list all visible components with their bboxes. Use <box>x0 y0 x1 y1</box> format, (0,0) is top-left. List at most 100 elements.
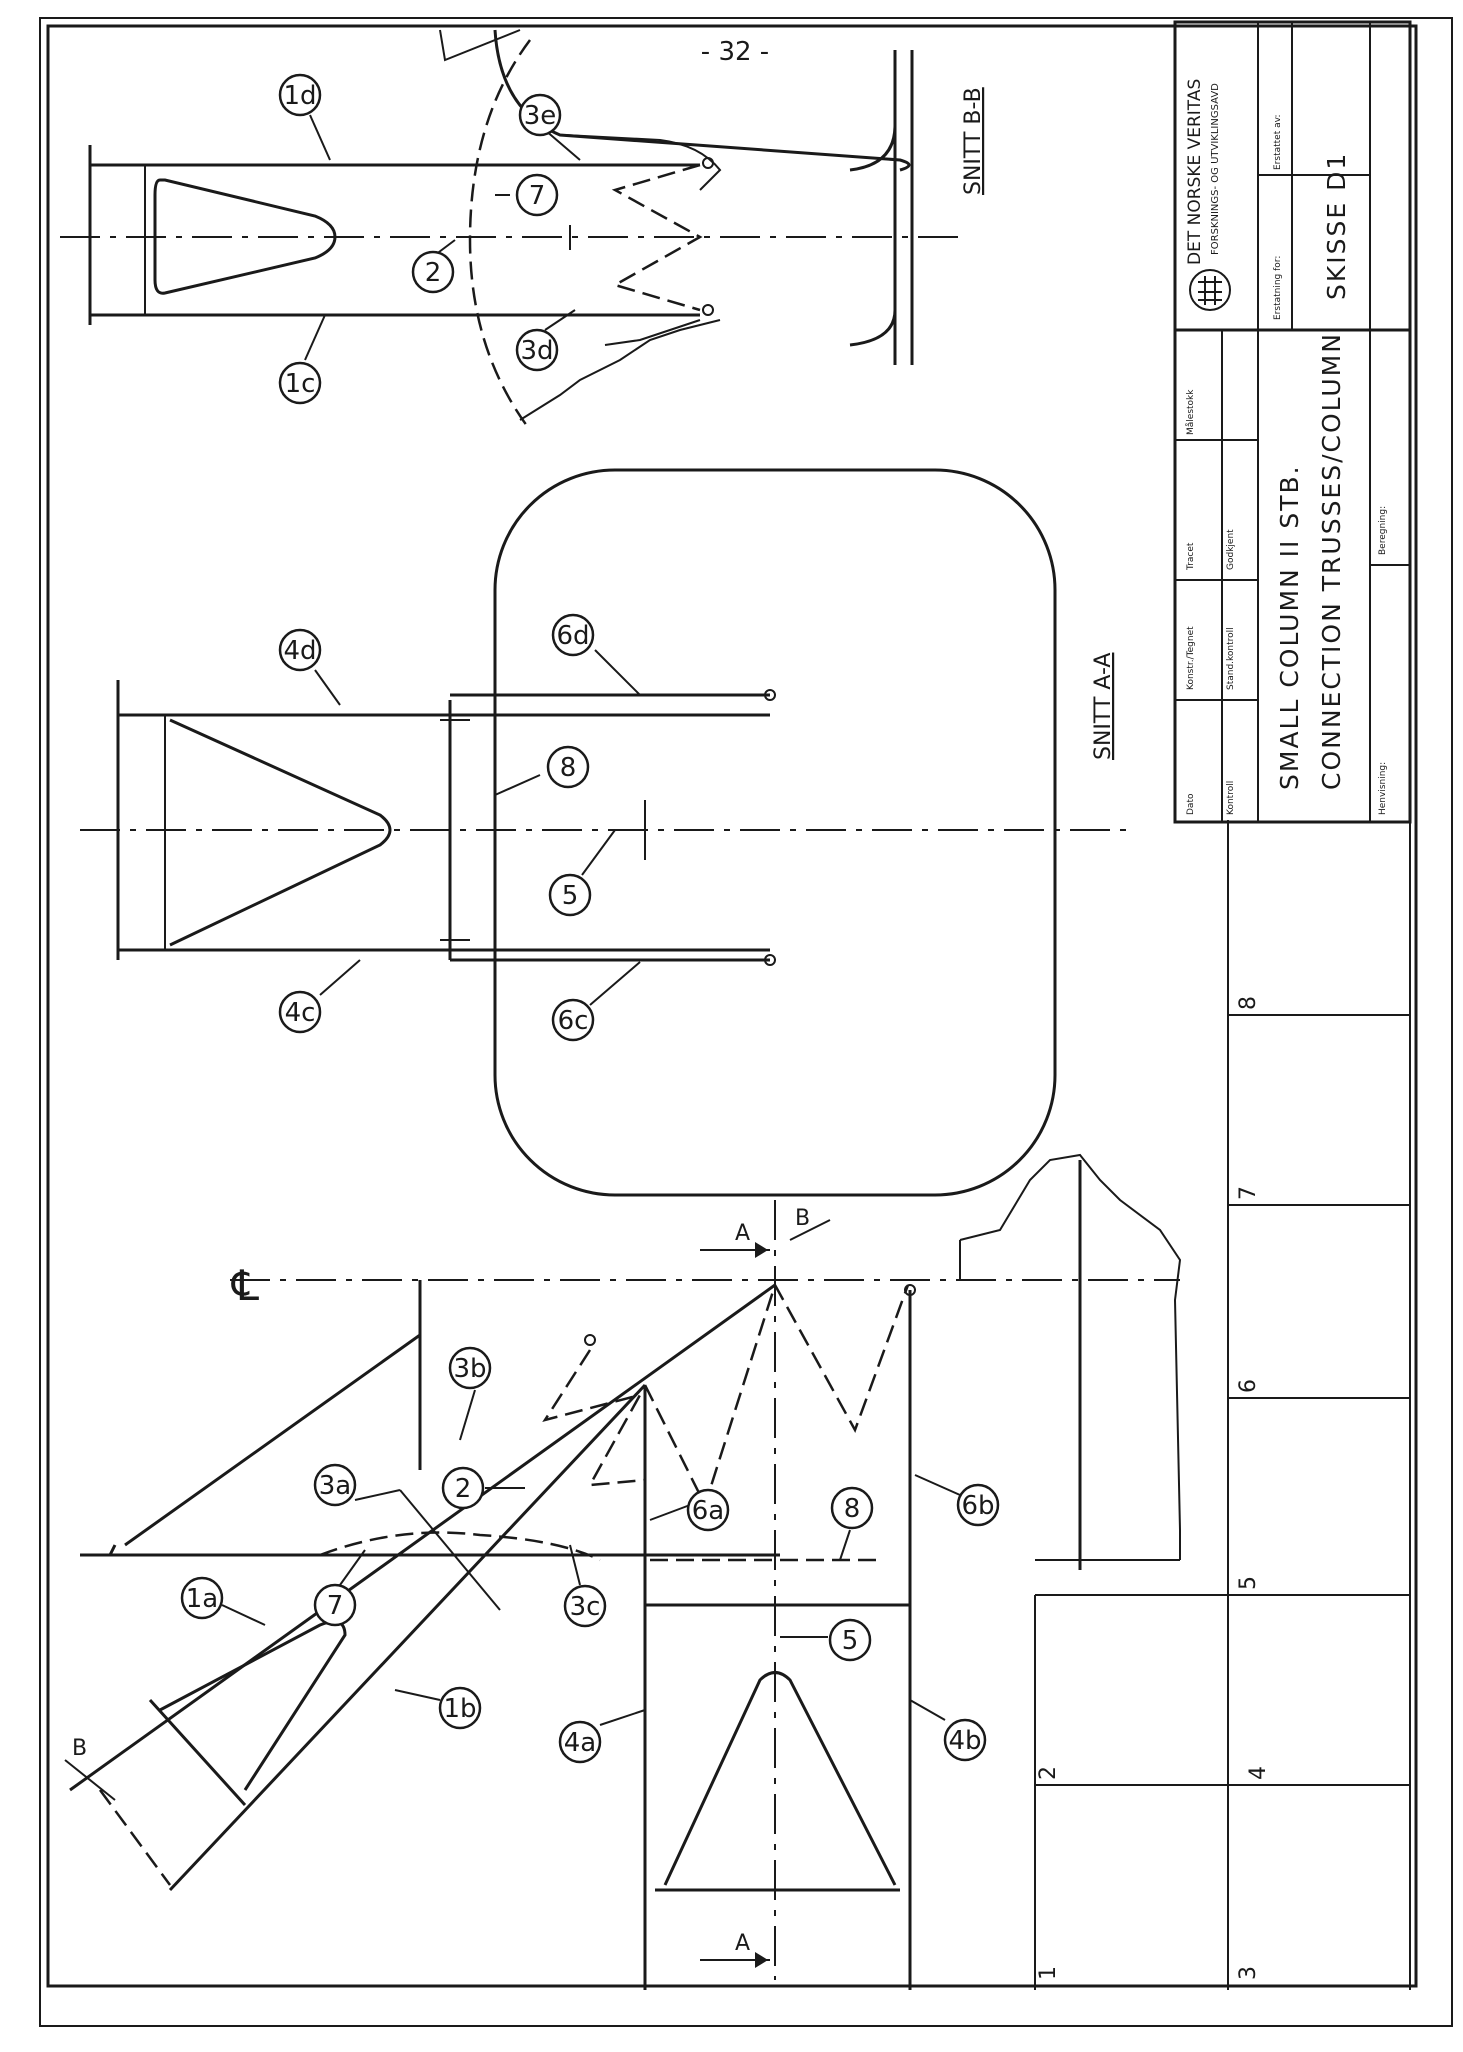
grid-number-1: 1 <box>1036 1966 1061 1980</box>
svg-text:Beregning:: Beregning: <box>1378 506 1388 555</box>
beregning-label: Beregning: <box>1378 506 1388 555</box>
grid-number-4: 4 <box>1246 1766 1271 1780</box>
svg-text:1d: 1d <box>283 81 316 111</box>
svg-text:Henvisning:: Henvisning: <box>1378 762 1388 815</box>
title-line2: CONNECTION TRUSSES/COLUMN <box>1317 332 1346 790</box>
section-bb-drawing <box>60 29 960 431</box>
godkjent-label: Godkjent <box>1226 529 1236 570</box>
part-label-4a: 4a <box>558 1720 602 1764</box>
svg-text:Godkjent: Godkjent <box>1226 529 1236 570</box>
part-label-8-low: 8 <box>830 1486 874 1530</box>
svg-text:Konstr./Tegnet: Konstr./Tegnet <box>1186 626 1196 690</box>
svg-text:7: 7 <box>1236 1186 1261 1200</box>
svg-text:5: 5 <box>1236 1576 1261 1590</box>
svg-text:8: 8 <box>844 1494 861 1524</box>
part-label-3d: 3d <box>515 328 559 372</box>
svg-text:4c: 4c <box>285 998 316 1028</box>
grid-number-6: 6 <box>1236 1379 1261 1393</box>
grid-number-5: 5 <box>1236 1576 1261 1590</box>
svg-text:FORSKNINGS- OG UTVIKLINGSAVD: FORSKNINGS- OG UTVIKLINGSAVD <box>1210 83 1221 255</box>
snitt-aa-label: SNITT A-A <box>1091 653 1116 760</box>
svg-text:DET NORSKE VERITAS: DET NORSKE VERITAS <box>1185 79 1205 265</box>
svg-text:3a: 3a <box>319 1471 351 1501</box>
part-label-6a: 6a <box>686 1488 730 1532</box>
kontroll-label: Kontroll <box>1226 781 1236 815</box>
part-label-7-top: 7 <box>515 173 559 217</box>
konstr-label: Konstr./Tegnet <box>1186 626 1196 690</box>
title-block: DET NORSKE VERITAS FORSKNINGS- OG UTVIKL… <box>1173 20 1412 824</box>
svg-text:SKISSE D1: SKISSE D1 <box>1322 152 1351 300</box>
svg-text:Dato: Dato <box>1186 793 1196 815</box>
tracet-label: Tracet <box>1186 542 1196 571</box>
part-label-1a: 1a <box>180 1576 224 1620</box>
grid-number-7: 7 <box>1236 1186 1261 1200</box>
drawing-id: SKISSE D1 <box>1322 152 1351 300</box>
part-label-3a: 3a <box>313 1463 357 1507</box>
part-label-3b: 3b <box>448 1346 492 1390</box>
svg-text:2: 2 <box>425 258 442 288</box>
svg-text:1c: 1c <box>285 369 316 399</box>
svg-text:SMALL COLUMN II STB.: SMALL COLUMN II STB. <box>1275 464 1304 790</box>
svg-text:3c: 3c <box>570 1592 601 1622</box>
malestokk-label: Målestokk <box>1185 389 1196 435</box>
svg-text:4: 4 <box>1246 1766 1271 1780</box>
svg-text:5: 5 <box>842 1626 859 1656</box>
section-mark-a-top: A <box>735 1221 750 1246</box>
svg-text:CONNECTION TRUSSES/COLUMN: CONNECTION TRUSSES/COLUMN <box>1317 332 1346 790</box>
part-label-1b: 1b <box>438 1686 482 1730</box>
svg-text:3d: 3d <box>520 336 553 366</box>
erstatter-av-label: Erstattet av: <box>1273 115 1283 171</box>
svg-text:SNITT B-B: SNITT B-B <box>961 87 986 195</box>
henvisning-label: Henvisning: <box>1378 762 1388 815</box>
part-label-6b: 6b <box>956 1483 1000 1527</box>
svg-text:3e: 3e <box>524 101 557 131</box>
part-label-1c: 1c <box>278 361 322 405</box>
part-label-1d: 1d <box>278 73 322 117</box>
dnv-logo-icon <box>1189 269 1231 311</box>
part-label-5-mid: 5 <box>548 873 592 917</box>
part-label-7-low: 7 <box>313 1583 357 1627</box>
company-line1: DET NORSKE VERITAS <box>1185 79 1205 265</box>
section-mark-a-bottom: A <box>735 1931 750 1956</box>
section-mark-b-bottom: B <box>72 1736 87 1761</box>
svg-text:1: 1 <box>1036 1966 1061 1980</box>
inner-border <box>46 24 1418 1988</box>
svg-text:Tracet: Tracet <box>1186 542 1196 571</box>
dato-label: Dato <box>1186 793 1196 815</box>
svg-text:8: 8 <box>560 753 577 783</box>
title-line1: SMALL COLUMN II STB. <box>1275 464 1304 790</box>
svg-text:6b: 6b <box>961 1491 994 1521</box>
svg-text:3: 3 <box>1236 1966 1261 1980</box>
outer-border <box>39 17 1453 2027</box>
svg-text:8: 8 <box>1236 996 1261 1010</box>
grid-number-3: 3 <box>1236 1966 1261 1980</box>
svg-text:4d: 4d <box>283 636 316 666</box>
stand-kontroll-label: Stand.kontroll <box>1226 627 1236 690</box>
svg-text:Kontroll: Kontroll <box>1226 781 1236 815</box>
svg-text:5: 5 <box>562 881 579 911</box>
svg-text:Stand.kontroll: Stand.kontroll <box>1226 627 1236 690</box>
svg-text:1b: 1b <box>443 1694 476 1724</box>
svg-text:SNITT A-A: SNITT A-A <box>1091 653 1116 760</box>
svg-text:6a: 6a <box>692 1496 724 1526</box>
grid-strip <box>1034 820 1411 1990</box>
page-number: - 32 - <box>701 37 769 67</box>
svg-text:6: 6 <box>1236 1379 1261 1393</box>
plan-view-drawing <box>64 1153 1182 1990</box>
centerline-symbol: ℄ <box>231 1261 259 1310</box>
snitt-bb-label: SNITT B-B <box>961 87 986 195</box>
grid-number-2: 2 <box>1036 1766 1061 1780</box>
svg-text:2: 2 <box>455 1474 472 1504</box>
part-label-3e: 3e <box>518 93 562 137</box>
erstatning-for-label: Erstatning for: <box>1273 256 1283 320</box>
svg-text:Erstatning for:: Erstatning for: <box>1273 256 1283 320</box>
part-label-4c: 4c <box>278 990 322 1034</box>
part-label-3c: 3c <box>563 1584 607 1628</box>
svg-text:7: 7 <box>327 1591 344 1621</box>
svg-text:1a: 1a <box>186 1584 218 1614</box>
svg-text:3b: 3b <box>453 1354 486 1384</box>
section-aa-drawing <box>80 468 1130 1197</box>
svg-text:6c: 6c <box>558 1006 589 1036</box>
